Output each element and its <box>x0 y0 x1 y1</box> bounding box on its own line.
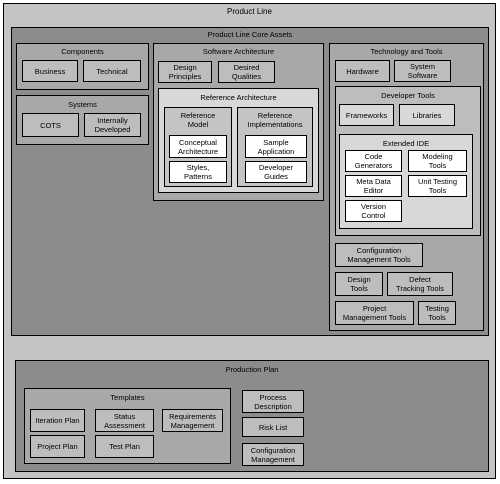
code-generators: Code Generators <box>345 150 402 172</box>
systems-title: Systems <box>68 100 97 109</box>
hardware: Hardware <box>335 60 390 82</box>
templates-title: Templates <box>110 393 145 402</box>
core-assets-title: Product Line Core Assets <box>207 30 293 39</box>
product-line-title: Product Line <box>227 7 272 16</box>
defect-tracking-tools: Defect Tracking Tools <box>387 272 453 296</box>
libraries: Libraries <box>399 104 455 126</box>
meta-data-editor: Meta Data Editor <box>345 175 402 197</box>
status-assessment: Status Assessment <box>95 409 154 432</box>
modeling-tools: Modeling Tools <box>408 150 467 172</box>
technical-component: Technical <box>83 60 141 82</box>
risk-list: Risk List <box>242 417 304 437</box>
unit-testing-tools: Unit Testing Tools <box>408 175 467 197</box>
frameworks: Frameworks <box>339 104 394 126</box>
version-control: Version Control <box>345 200 402 222</box>
process-description: Process Description <box>242 390 304 413</box>
technology-and-tools-title: Technology and Tools <box>370 47 443 56</box>
developer-guides: Developer Guides <box>245 161 307 183</box>
reference-architecture-title: Reference Architecture <box>200 93 277 102</box>
design-tools: Design Tools <box>335 272 383 296</box>
business-component: Business <box>22 60 78 82</box>
configuration-management-tools: Configuration Management Tools <box>335 243 423 267</box>
reference-model-title: Reference Model <box>180 111 216 129</box>
design-principles: Design Principles <box>158 61 212 83</box>
conceptual-architecture: Conceptual Architecture <box>169 135 227 158</box>
testing-tools: Testing Tools <box>418 301 456 325</box>
project-plan: Project Plan <box>30 435 85 458</box>
requirements-management: Requirements Management <box>162 409 223 432</box>
project-management-tools: Project Management Tools <box>335 301 414 325</box>
configuration-management: Configuration Management <box>242 443 304 466</box>
components-title: Components <box>61 47 104 56</box>
sample-application: Sample Application <box>245 135 307 158</box>
iteration-plan: Iteration Plan <box>30 409 85 432</box>
styles-patterns: Styles, Patterns <box>169 161 227 183</box>
system-software: System Software <box>394 60 451 82</box>
cots-system: COTS <box>22 113 79 137</box>
internally-developed-system: Internally Developed <box>84 113 141 137</box>
production-plan-title: Production Plan <box>225 365 279 374</box>
software-architecture-title: Software Architecture <box>202 47 275 56</box>
desired-qualities: Desired Qualities <box>218 61 275 83</box>
test-plan: Test Plan <box>95 435 154 458</box>
developer-tools-title: Developer Tools <box>381 91 435 100</box>
reference-implementations-title: Reference Implementations <box>247 111 303 129</box>
extended-ide-title: Extended IDE <box>382 139 430 148</box>
